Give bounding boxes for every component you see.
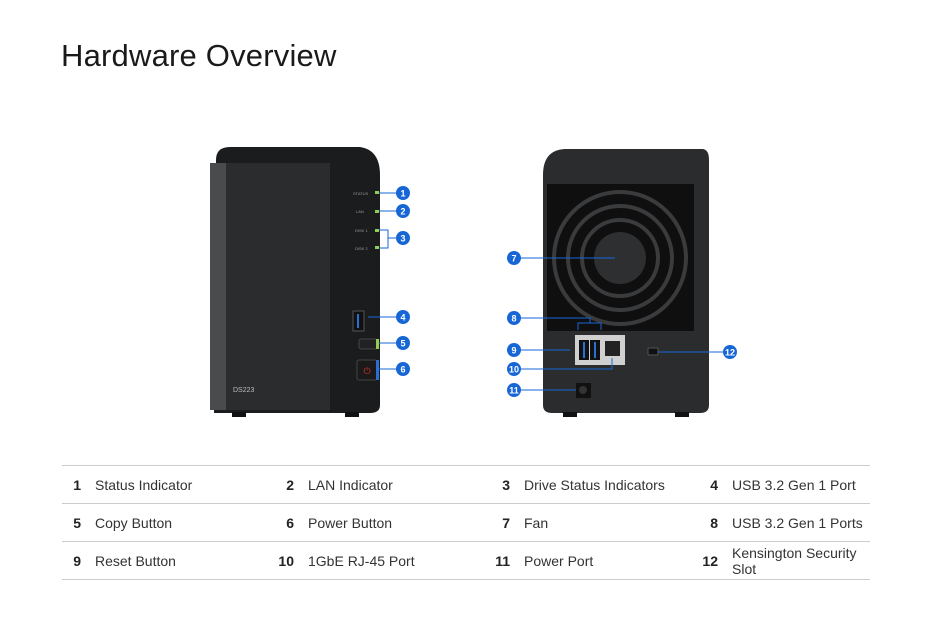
item-number: 7 — [466, 503, 524, 542]
item-label: 1GbE RJ-45 Port — [308, 541, 466, 580]
item-label: Power Port — [524, 541, 674, 580]
device-illustrations: STATUS LAN DISK 1 DISK 2 ⏻ DS223 1 2 3 4… — [210, 147, 737, 417]
item-number: 9 — [62, 541, 95, 580]
led-label-status: STATUS — [353, 191, 369, 196]
item-label: Power Button — [308, 503, 466, 542]
item-label: Copy Button — [95, 503, 253, 542]
item-number: 6 — [253, 503, 308, 542]
item-number: 8 — [674, 503, 732, 542]
led-label-lan: LAN — [356, 209, 364, 214]
front-view: STATUS LAN DISK 1 DISK 2 ⏻ DS223 1 2 3 4… — [210, 147, 410, 417]
item-label: LAN Indicator — [308, 465, 466, 504]
svg-text:11: 11 — [509, 386, 519, 396]
svg-text:2: 2 — [400, 207, 405, 217]
svg-text:7: 7 — [511, 254, 516, 264]
svg-text:3: 3 — [400, 234, 405, 244]
item-label: Reset Button — [95, 541, 253, 580]
item-label: Fan — [524, 503, 674, 542]
svg-text:12: 12 — [725, 348, 735, 358]
item-number: 2 — [253, 465, 308, 504]
item-label: USB 3.2 Gen 1 Port — [732, 465, 870, 504]
svg-text:5: 5 — [400, 339, 405, 349]
item-label: Drive Status Indicators — [524, 465, 674, 504]
svg-text:10: 10 — [509, 365, 519, 375]
led-label-disk1: DISK 1 — [355, 228, 368, 233]
svg-text:1: 1 — [400, 189, 405, 199]
item-label: Status Indicator — [95, 465, 253, 504]
svg-text:4: 4 — [400, 313, 405, 323]
item-number: 10 — [253, 541, 308, 580]
item-label: USB 3.2 Gen 1 Ports — [732, 503, 870, 542]
model-label: DS223 — [233, 387, 255, 394]
front-callouts: 1 2 3 4 5 6 — [396, 186, 410, 376]
item-number: 4 — [674, 465, 732, 504]
svg-text:9: 9 — [511, 346, 516, 356]
led-label-disk2: DISK 2 — [355, 246, 368, 251]
svg-text:⏻: ⏻ — [363, 366, 370, 376]
rear-callouts: 7 8 9 10 11 12 — [507, 251, 737, 397]
item-number: 5 — [62, 503, 95, 542]
svg-text:8: 8 — [511, 314, 516, 324]
item-number: 1 — [62, 465, 95, 504]
svg-text:6: 6 — [400, 365, 405, 375]
item-number: 11 — [466, 541, 524, 580]
rear-view: 7 8 9 10 11 12 — [507, 149, 737, 417]
item-number: 12 — [674, 541, 732, 580]
page-title: Hardware Overview — [61, 38, 337, 73]
item-label: Kensington Security Slot — [732, 541, 870, 580]
item-number: 3 — [466, 465, 524, 504]
